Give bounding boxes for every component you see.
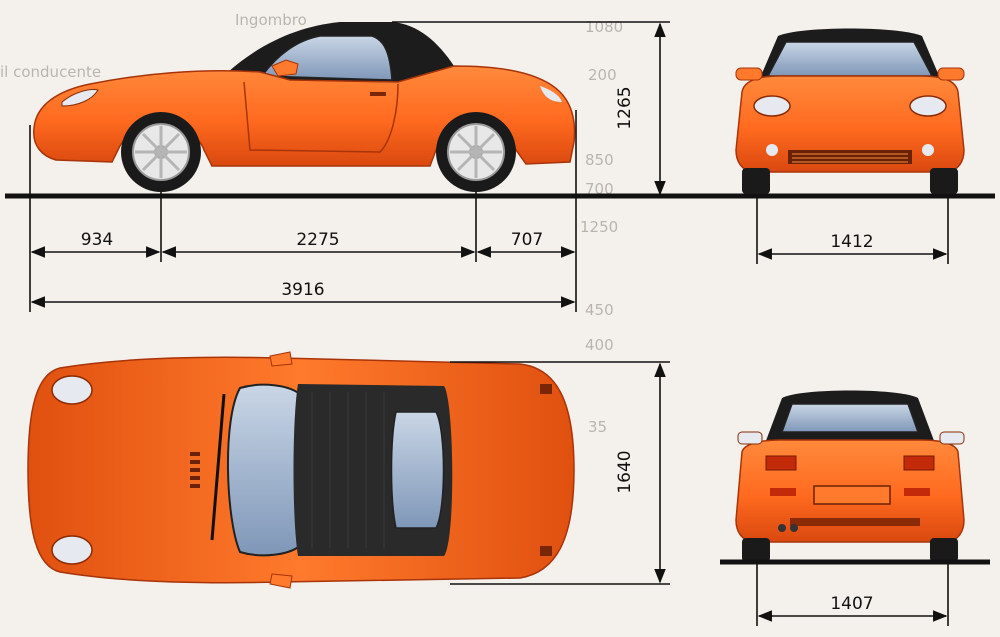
side-taillight <box>540 86 562 102</box>
top-rear-window <box>390 411 445 529</box>
rear-license-plate <box>813 485 891 505</box>
side-front-wheel <box>121 112 201 192</box>
bg-heading: Ingombro <box>235 11 307 29</box>
rear-left-taillight <box>765 455 797 471</box>
label-front-track: 1412 <box>830 232 873 252</box>
car-top-view <box>27 351 575 589</box>
bg-number: 1080 <box>585 18 623 36</box>
side-door-outline <box>243 81 399 153</box>
label-width: 1640 <box>615 450 635 493</box>
front-body <box>735 75 965 173</box>
car-front-view <box>735 28 965 194</box>
dimension-labels: 934 2275 707 3916 1265 1412 1640 1407 <box>81 86 874 614</box>
front-right-mirror <box>937 67 965 81</box>
top-mirror-upper <box>269 351 293 367</box>
top-right-headlight <box>51 535 93 565</box>
car-rear-view <box>735 390 965 562</box>
side-door-handle <box>370 92 386 96</box>
front-left-mirror <box>735 67 763 81</box>
front-right-foglight <box>922 144 934 156</box>
label-wheelbase: 2275 <box>296 230 339 250</box>
rear-exhaust <box>778 524 786 532</box>
top-rear-lamp-upper <box>540 384 552 394</box>
front-right-headlight <box>909 95 947 117</box>
side-mirror <box>271 59 299 77</box>
bg-number: 850 <box>585 151 614 169</box>
dimension-lines <box>29 21 949 626</box>
bg-number: 200 <box>588 66 617 84</box>
rear-left-reflector <box>770 488 796 496</box>
front-left-headlight <box>753 95 791 117</box>
top-hood-vents <box>190 452 200 488</box>
label-rear-track: 1407 <box>830 594 873 614</box>
front-left-tire <box>742 168 770 194</box>
front-right-tire <box>930 168 958 194</box>
rear-bumper-strip <box>790 518 920 526</box>
car-side-view <box>33 22 576 192</box>
top-rear-lamp-lower <box>540 546 552 556</box>
bg-line: il conducente <box>0 63 101 81</box>
rear-right-reflector <box>904 488 930 496</box>
bg-number: 400 <box>585 336 614 354</box>
label-rear-overhang: 707 <box>511 230 543 250</box>
rear-exhaust <box>790 524 798 532</box>
side-rear-wheel <box>436 112 516 192</box>
bg-number: 450 <box>585 301 614 319</box>
top-wiper <box>210 393 226 541</box>
rear-left-tire <box>742 538 770 562</box>
label-front-overhang: 934 <box>81 230 113 250</box>
rear-right-taillight <box>903 455 935 471</box>
top-soft-top-ribs <box>311 392 385 548</box>
top-windshield <box>227 383 304 557</box>
front-grille-slats <box>792 153 908 163</box>
label-height: 1265 <box>615 86 635 129</box>
rear-right-mirror <box>939 431 965 445</box>
label-overall-length: 3916 <box>281 280 324 300</box>
rear-window <box>780 403 920 433</box>
rear-right-tire <box>930 538 958 562</box>
top-mirror-lower <box>269 573 293 589</box>
front-windshield <box>766 41 934 77</box>
background-page-text: Ingombro il conducente 1080 200 850 700 … <box>0 11 623 436</box>
rear-left-mirror <box>737 431 763 445</box>
bg-number: 35 <box>588 418 607 436</box>
front-left-foglight <box>766 144 778 156</box>
bg-number: 1250 <box>580 218 618 236</box>
side-headlight <box>61 89 99 107</box>
top-left-headlight <box>51 375 93 405</box>
